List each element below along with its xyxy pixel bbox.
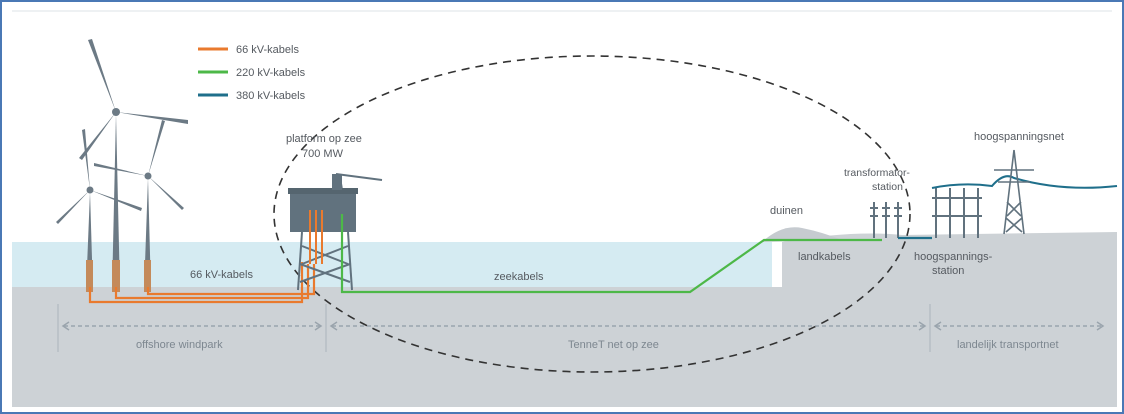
cables-66kv-label: 66 kV-kabels: [190, 269, 253, 281]
hs-station-label-line1: hoogspannings-: [914, 251, 993, 263]
dune-icon: [762, 227, 842, 242]
wind-turbine-icon: [79, 39, 188, 292]
legend-label-220kv: 220 kV-kabels: [236, 67, 306, 79]
platform-label-line2: 700 MW: [302, 148, 344, 160]
transformator-label-line2: station: [872, 181, 903, 193]
pylon-icon: [994, 149, 1034, 235]
landkabels-label: landkabels: [798, 251, 851, 263]
zone-label-landelijk: landelijk transportnet: [957, 339, 1059, 351]
top-edge: [12, 10, 1112, 12]
transformer-icon: [870, 202, 902, 238]
zone-dividers: [57, 304, 931, 352]
hs-station-label-line2: station: [932, 265, 964, 277]
sea: [12, 242, 772, 287]
cable-220kv: [340, 214, 882, 294]
transformator-label-line1: transformator-: [844, 167, 910, 179]
legend-label-66kv: 66 kV-kabels: [236, 44, 299, 56]
dashed-ellipse: [273, 55, 911, 373]
duinen-label: duinen: [770, 205, 803, 217]
zone-arrowheads: [61, 321, 1105, 331]
hs-station-icon: [932, 188, 982, 238]
offshore-platform-icon: [288, 173, 383, 291]
legend-label-380kv: 380 kV-kabels: [236, 90, 306, 102]
zone-label-tennet: TenneT net op zee: [568, 339, 659, 351]
platform-label-line1: platform op zee: [286, 133, 362, 145]
seabed-land: [12, 232, 1117, 407]
wind-turbine-icon: [56, 129, 142, 292]
wind-turbine-icon: [94, 120, 184, 292]
zone-label-offshore: offshore windpark: [136, 339, 223, 351]
power-line-380kv: [931, 175, 1118, 189]
zeekabels-label: zeekabels: [494, 271, 544, 283]
hoogspanningsnet-label: hoogspanningsnet: [974, 131, 1064, 143]
